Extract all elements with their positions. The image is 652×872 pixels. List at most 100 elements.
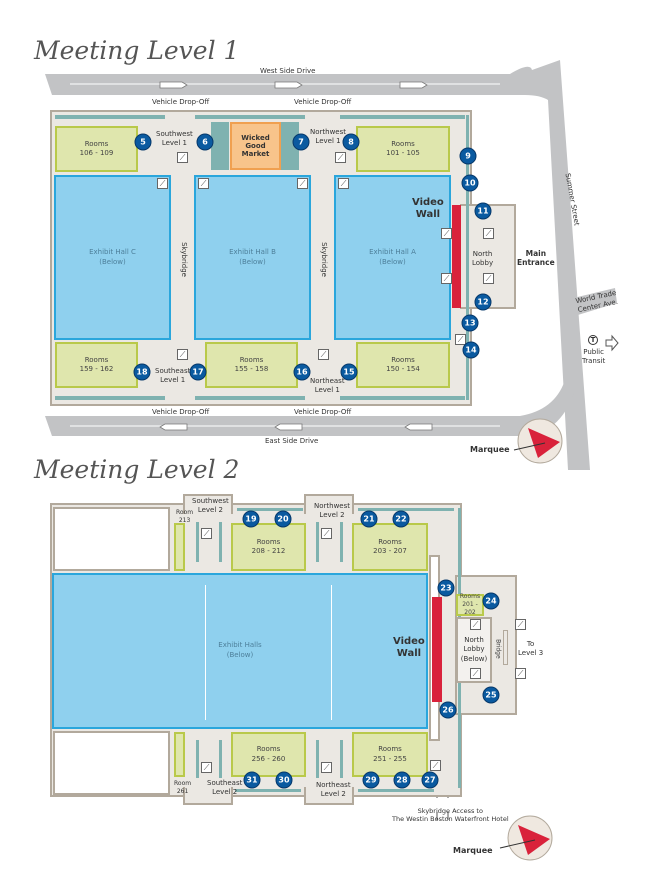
- world-trade-center-ave: [565, 288, 617, 318]
- escalator-icon: ⟋: [321, 528, 332, 539]
- entrance-marker[interactable]: 15: [340, 363, 358, 381]
- escalator-icon: ⟋: [201, 762, 212, 773]
- entrance-marker[interactable]: 6: [196, 133, 214, 151]
- entrance-marker[interactable]: 23: [437, 579, 455, 597]
- entrance-marker[interactable]: 17: [189, 363, 207, 381]
- video-wall-2: [432, 597, 442, 702]
- escalator-icon: ⟋: [335, 152, 346, 163]
- entrance-marker[interactable]: 13: [461, 314, 479, 332]
- entrance-marker[interactable]: 29: [362, 771, 380, 789]
- room-261[interactable]: [174, 732, 185, 777]
- summer-street: [510, 60, 590, 470]
- west-side-drive-label: West Side Drive: [260, 67, 316, 75]
- exhibit-hall-c[interactable]: Exhibit Hall C(Below): [54, 175, 171, 340]
- escalator-icon: ⟋: [430, 760, 441, 771]
- level1-title: Meeting Level 1: [34, 36, 240, 65]
- exhibit-halls[interactable]: Exhibit Halls(Below): [52, 573, 428, 729]
- entrance-marker[interactable]: 16: [293, 363, 311, 381]
- escalator-icon: ⟋: [515, 668, 526, 679]
- entrance-marker[interactable]: 11: [474, 202, 492, 220]
- entrance-marker[interactable]: 12: [474, 293, 492, 311]
- entrance-marker[interactable]: 8: [342, 133, 360, 151]
- entrance-marker[interactable]: 20: [274, 510, 292, 528]
- exhibit-hall-b[interactable]: Exhibit Hall B(Below): [194, 175, 311, 340]
- escalator-icon: ⟋: [470, 619, 481, 630]
- entrance-marker[interactable]: 25: [482, 686, 500, 704]
- exhibit-hall-a[interactable]: Exhibit Hall A(Below): [334, 175, 451, 340]
- escalator-icon: ⟋: [441, 228, 452, 239]
- skybridge-label: Skybridge: [319, 242, 328, 277]
- escalator-icon: ⟋: [321, 762, 332, 773]
- bridge-label: Bridge: [494, 639, 502, 659]
- escalator-icon: ⟋: [483, 273, 494, 284]
- escalator-icon: ⟋: [177, 152, 188, 163]
- skybridge-label: Skybridge: [179, 242, 188, 277]
- east-side-drive-label: East Side Drive: [265, 437, 319, 445]
- entrance-marker[interactable]: 7: [292, 133, 310, 151]
- entrance-marker[interactable]: 22: [392, 510, 410, 528]
- dropoff-label: Vehicle Drop-Off: [152, 408, 210, 416]
- entrance-marker[interactable]: 5: [134, 133, 152, 151]
- entrance-marker[interactable]: 19: [242, 510, 260, 528]
- east-side-drive: [45, 380, 575, 436]
- escalator-icon: ⟋: [441, 273, 452, 284]
- escalator-icon: ⟋: [177, 349, 188, 360]
- transit-icon: T: [588, 335, 598, 345]
- escalator-icon: ⟋: [338, 178, 349, 189]
- marquee-label: Marquee: [470, 445, 510, 454]
- entrance-marker[interactable]: 14: [462, 341, 480, 359]
- escalator-icon: ⟋: [198, 178, 209, 189]
- entrance-marker[interactable]: 26: [439, 701, 457, 719]
- marquee-label-2: Marquee: [453, 846, 493, 855]
- entrance-marker[interactable]: 28: [393, 771, 411, 789]
- north-lobby-area: [460, 204, 516, 309]
- dropoff-label: Vehicle Drop-Off: [294, 98, 352, 106]
- entrance-marker[interactable]: 27: [421, 771, 439, 789]
- entrance-marker[interactable]: 9: [459, 147, 477, 165]
- entrance-marker[interactable]: 30: [275, 771, 293, 789]
- entrance-marker[interactable]: 21: [360, 510, 378, 528]
- arrow-right-icon: [159, 81, 428, 89]
- entrance-marker[interactable]: 31: [243, 771, 261, 789]
- escalator-icon: ⟋: [515, 619, 526, 630]
- entrance-marker[interactable]: 24: [482, 592, 500, 610]
- entrance-marker[interactable]: 18: [133, 363, 151, 381]
- escalator-icon: ⟋: [318, 349, 329, 360]
- escalator-icon: ⟋: [201, 528, 212, 539]
- video-wall: [452, 205, 461, 308]
- escalator-icon: ⟋: [455, 334, 466, 345]
- escalator-icon: ⟋: [483, 228, 494, 239]
- escalator-icon: ⟋: [157, 178, 168, 189]
- transit-arrow-icon: [605, 334, 619, 352]
- dropoff-label: Vehicle Drop-Off: [294, 408, 352, 416]
- level2-title: Meeting Level 2: [34, 455, 240, 484]
- room-213[interactable]: [174, 523, 185, 571]
- entrance-marker[interactable]: 10: [461, 174, 479, 192]
